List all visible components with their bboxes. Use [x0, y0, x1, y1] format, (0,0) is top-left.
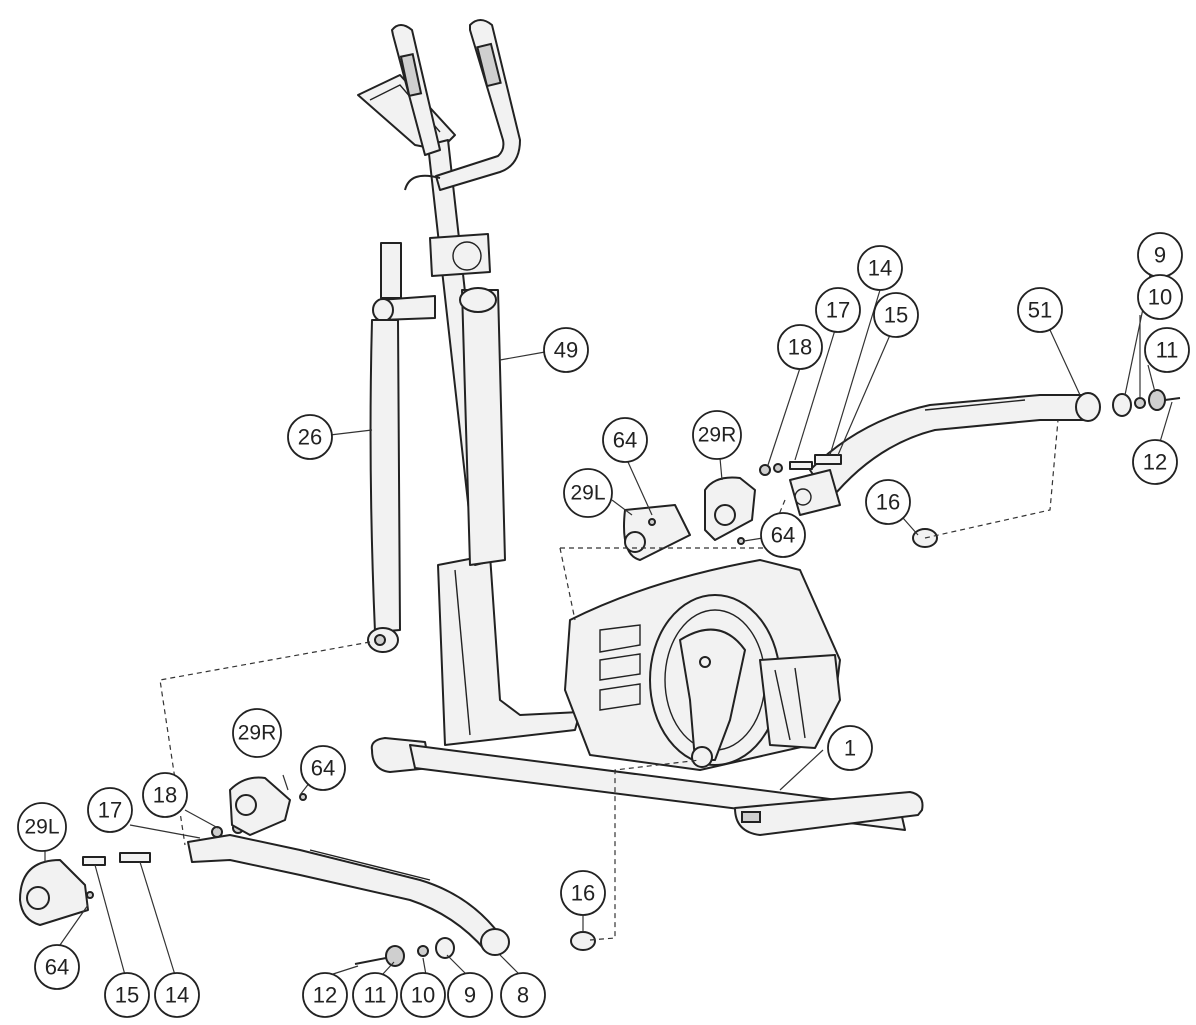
callout-12-top: 12 [1132, 439, 1178, 485]
svg-text:9: 9 [464, 983, 476, 1008]
pedal-covers-top [623, 476, 756, 561]
svg-text:29R: 29R [238, 722, 277, 745]
svg-text:29L: 29L [570, 482, 605, 505]
svg-text:15: 15 [884, 303, 908, 328]
svg-text:18: 18 [788, 335, 812, 360]
svg-text:29R: 29R [698, 424, 737, 447]
callout-29R-top: 29R [692, 410, 742, 460]
callout-26: 26 [287, 414, 333, 460]
svg-text:12: 12 [1143, 450, 1167, 475]
callout-15-top: 15 [873, 292, 919, 338]
callout-64-top-1: 64 [602, 417, 648, 463]
grip-pad-left [399, 53, 423, 97]
washer-16-bottom [570, 931, 596, 951]
svg-text:26: 26 [298, 425, 322, 450]
right-pedal-arm [759, 389, 1181, 516]
svg-text:16: 16 [876, 490, 900, 515]
callout-29L-bottom: 29L [17, 802, 67, 852]
callout-8: 8 [500, 972, 546, 1018]
callout-12-bottom: 12 [302, 972, 348, 1018]
svg-text:29L: 29L [24, 816, 59, 839]
pedal-covers-bottom [19, 776, 307, 926]
svg-text:64: 64 [45, 955, 69, 980]
bolt-15-top [814, 454, 842, 465]
leader-lines [44, 274, 1173, 976]
callout-51: 51 [1017, 287, 1063, 333]
svg-text:17: 17 [826, 298, 850, 323]
callout-9-top: 9 [1137, 232, 1183, 278]
callout-11-top: 11 [1144, 327, 1190, 373]
callout-29R-bottom: 29R [232, 708, 282, 758]
svg-text:8: 8 [517, 983, 529, 1008]
svg-text:10: 10 [1148, 285, 1172, 310]
svg-text:14: 14 [165, 983, 189, 1008]
svg-text:11: 11 [364, 983, 387, 1008]
callout-16-top: 16 [865, 479, 911, 525]
main-frame [370, 554, 924, 836]
left-swing-arm [367, 319, 401, 653]
end-cap-badge [741, 811, 761, 823]
bolt-14-bottom [119, 852, 151, 863]
svg-text:11: 11 [1156, 338, 1179, 363]
callout-10-top: 10 [1137, 274, 1183, 320]
callout-18-bottom: 18 [142, 772, 188, 818]
callout-17-bottom: 17 [87, 787, 133, 833]
svg-text:17: 17 [98, 798, 122, 823]
svg-text:64: 64 [311, 756, 335, 781]
svg-text:14: 14 [868, 256, 892, 281]
callout-49: 49 [543, 327, 589, 373]
callout-16-bottom: 16 [560, 870, 606, 916]
callout-64-top-2: 64 [760, 512, 806, 558]
callout-17-top: 17 [815, 287, 861, 333]
svg-text:18: 18 [153, 783, 177, 808]
callout-15-bottom: 15 [104, 972, 150, 1018]
svg-text:10: 10 [411, 983, 435, 1008]
svg-text:51: 51 [1028, 298, 1052, 323]
svg-text:16: 16 [571, 881, 595, 906]
svg-text:12: 12 [313, 983, 337, 1008]
callout-64-bottom-1: 64 [34, 944, 80, 990]
callout-18-top: 18 [777, 324, 823, 370]
callout-14-top: 14 [857, 245, 903, 291]
svg-text:15: 15 [115, 983, 139, 1008]
callout-64-bottom-2: 64 [300, 745, 346, 791]
left-pivot-post [380, 242, 402, 299]
svg-text:1: 1 [844, 736, 856, 761]
handlebar-mast [357, 19, 521, 566]
grip-pad-right [476, 42, 502, 88]
svg-text:49: 49 [554, 338, 578, 363]
svg-text:64: 64 [613, 428, 637, 453]
callout-1: 1 [827, 725, 873, 771]
callout-11-bottom: 11 [352, 972, 398, 1018]
bolt-15-bottom [82, 856, 106, 866]
bolt-17-top [789, 461, 813, 470]
svg-text:9: 9 [1154, 243, 1166, 268]
callout-10-bottom: 10 [400, 972, 446, 1018]
callout-14-bottom: 14 [154, 972, 200, 1018]
svg-text:64: 64 [771, 523, 795, 548]
callout-9-bottom: 9 [447, 972, 493, 1018]
callout-29L-top: 29L [563, 468, 613, 518]
